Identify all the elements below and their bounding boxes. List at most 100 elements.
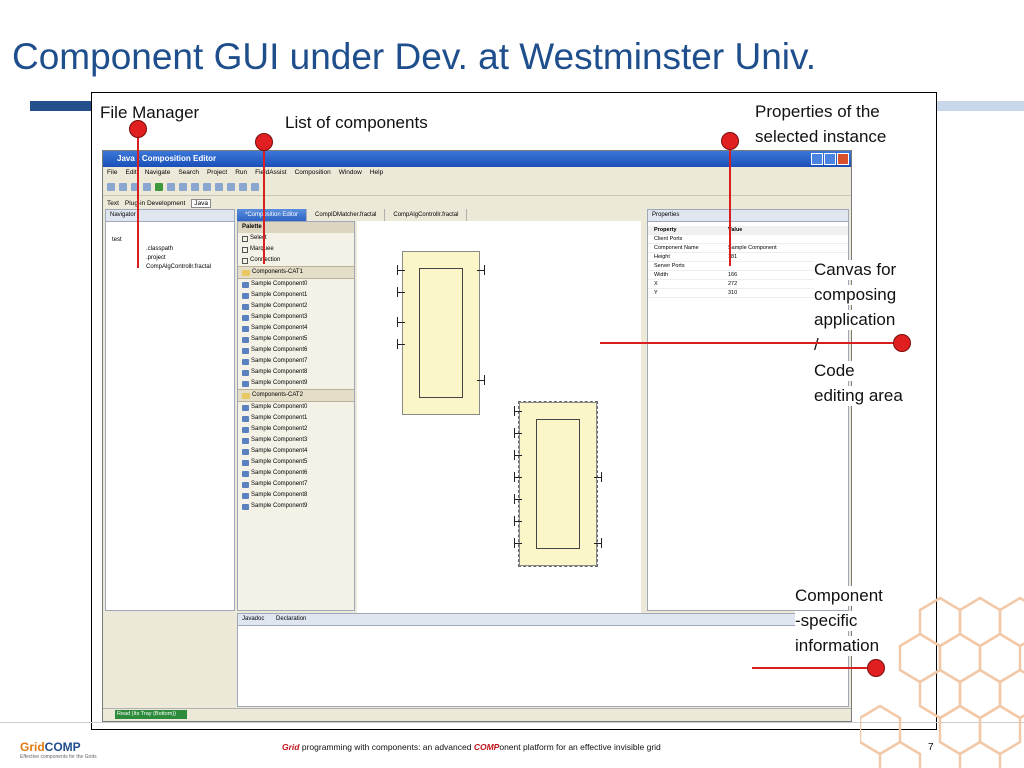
- tab-declaration[interactable]: Declaration: [276, 616, 307, 622]
- tree-file[interactable]: .classpath: [146, 246, 174, 252]
- palette-component[interactable]: Sample Component4: [238, 323, 354, 334]
- server-port[interactable]: [594, 538, 602, 548]
- new-icon[interactable]: [107, 183, 115, 191]
- honeycomb-decoration: [860, 596, 1024, 768]
- palette-component[interactable]: Sample Component5: [238, 334, 354, 345]
- client-port[interactable]: [514, 428, 522, 438]
- palette-component[interactable]: Sample Component0: [238, 279, 354, 290]
- palette-component[interactable]: Sample Component9: [238, 378, 354, 389]
- menu-item[interactable]: FieldAssist: [255, 169, 287, 176]
- palette-component[interactable]: Sample Component3: [238, 435, 354, 446]
- server-port[interactable]: [594, 472, 602, 482]
- component-instance[interactable]: [397, 251, 485, 415]
- forward-icon[interactable]: [251, 183, 259, 191]
- server-port[interactable]: [477, 375, 485, 385]
- menu-item[interactable]: Run: [235, 169, 248, 176]
- palette-category[interactable]: Components-CAT1: [238, 266, 354, 279]
- palette-component[interactable]: Sample Component0: [238, 402, 354, 413]
- palette-category[interactable]: Components-CAT2: [238, 389, 354, 402]
- tool-select[interactable]: Select: [238, 233, 354, 244]
- annotation-icon[interactable]: [227, 183, 235, 191]
- property-value[interactable]: 310: [728, 290, 738, 296]
- tab-javadoc[interactable]: Javadoc: [242, 616, 265, 622]
- menu-item[interactable]: Composition: [294, 169, 331, 176]
- palette-component[interactable]: Sample Component4: [238, 446, 354, 457]
- client-port[interactable]: [397, 265, 405, 275]
- palette-pane: Palette Select Marquee Connection Compon…: [237, 221, 355, 611]
- client-port[interactable]: [514, 406, 522, 416]
- perspective-java[interactable]: Java: [191, 198, 211, 208]
- client-port[interactable]: [514, 516, 522, 526]
- client-port[interactable]: [514, 494, 522, 504]
- menu-item[interactable]: Help: [369, 169, 384, 176]
- save-icon[interactable]: [119, 183, 127, 191]
- client-port[interactable]: [397, 287, 405, 297]
- properties-tab[interactable]: Properties: [648, 210, 848, 222]
- palette-component[interactable]: Sample Component6: [238, 345, 354, 356]
- tool-marquee[interactable]: Marquee: [238, 244, 354, 255]
- component-icon: [242, 292, 249, 299]
- search-icon[interactable]: [191, 183, 199, 191]
- debug-icon[interactable]: [143, 183, 151, 191]
- client-port[interactable]: [397, 339, 405, 349]
- palette-component[interactable]: Sample Component8: [238, 367, 354, 378]
- tab-composition-editor[interactable]: *Composition Editor: [237, 209, 308, 221]
- tool-connection[interactable]: Connection: [238, 255, 354, 266]
- navigator-tab[interactable]: Navigator: [106, 210, 234, 222]
- property-value[interactable]: 181: [728, 254, 738, 260]
- connector-line: [752, 667, 876, 669]
- back-icon[interactable]: [239, 183, 247, 191]
- client-port[interactable]: [514, 538, 522, 548]
- tree-file[interactable]: .project: [146, 255, 166, 261]
- menu-item[interactable]: Search: [178, 169, 199, 176]
- client-port[interactable]: [397, 317, 405, 327]
- property-row[interactable]: Client Ports: [648, 235, 848, 244]
- menu-item[interactable]: Project: [206, 169, 228, 176]
- palette-component[interactable]: Sample Component5: [238, 457, 354, 468]
- palette-component[interactable]: Sample Component7: [238, 356, 354, 367]
- open-type-icon[interactable]: [203, 183, 211, 191]
- menu-item[interactable]: Navigate: [144, 169, 171, 176]
- menu-item[interactable]: File: [107, 169, 118, 176]
- perspective-plugin[interactable]: Plug-in Development: [124, 199, 186, 207]
- external-tools-icon[interactable]: [167, 183, 175, 191]
- palette-component[interactable]: Sample Component3: [238, 312, 354, 323]
- palette-component[interactable]: Sample Component6: [238, 468, 354, 479]
- property-value[interactable]: 272: [728, 281, 738, 287]
- tab-compidmatcher[interactable]: CompIDMatcher.fractal: [307, 209, 386, 221]
- print-icon[interactable]: [131, 183, 139, 191]
- minimize-button[interactable]: [811, 153, 823, 165]
- palette-component[interactable]: Sample Component2: [238, 424, 354, 435]
- palette-component[interactable]: Sample Component8: [238, 490, 354, 501]
- palette-component[interactable]: Sample Component1: [238, 413, 354, 424]
- client-port[interactable]: [514, 472, 522, 482]
- tree-file[interactable]: CompAlgControllr.fractal: [146, 264, 212, 270]
- property-value[interactable]: 166: [728, 272, 738, 278]
- composition-canvas[interactable]: [357, 221, 641, 613]
- open-task-icon[interactable]: [215, 183, 223, 191]
- property-value[interactable]: Sample Component: [728, 245, 777, 251]
- maximize-button[interactable]: [824, 153, 836, 165]
- palette-component[interactable]: Sample Component9: [238, 501, 354, 512]
- new-class-icon[interactable]: [179, 183, 187, 191]
- tree-root[interactable]: test: [112, 237, 122, 243]
- palette-component[interactable]: Sample Component1: [238, 290, 354, 301]
- menu-item[interactable]: Window: [338, 169, 362, 176]
- perspective-text[interactable]: Text: [107, 199, 119, 207]
- component-instance-selected[interactable]: [514, 401, 602, 567]
- close-button[interactable]: [837, 153, 849, 165]
- server-port[interactable]: [477, 265, 485, 275]
- menu-item[interactable]: Edit: [125, 169, 137, 176]
- tab-compalgcontrollr[interactable]: CompAlgControllr.fractal: [385, 209, 468, 221]
- client-port[interactable]: [514, 450, 522, 460]
- property-row[interactable]: Server Ports: [648, 262, 848, 271]
- run-icon[interactable]: [155, 183, 163, 191]
- palette-component[interactable]: Sample Component2: [238, 301, 354, 312]
- palette-component[interactable]: Sample Component7: [238, 479, 354, 490]
